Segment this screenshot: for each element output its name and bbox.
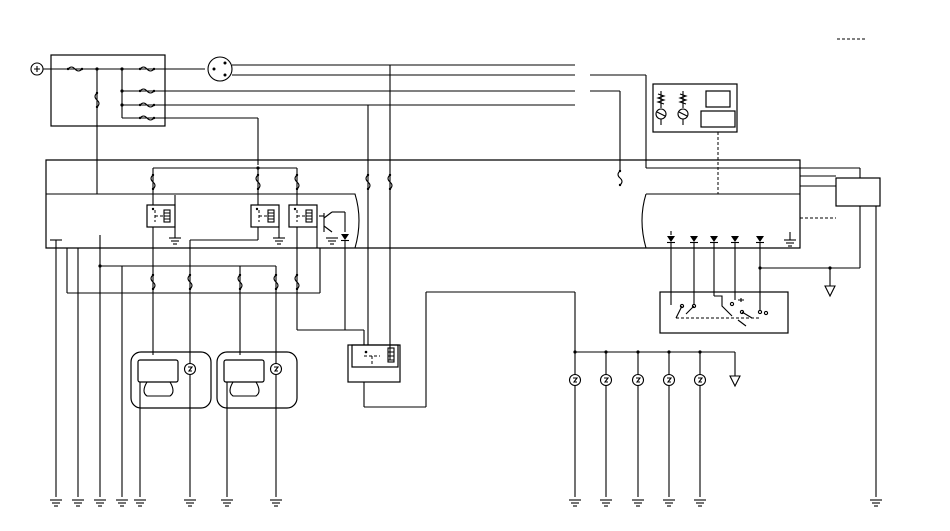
top-feed-wires	[235, 65, 861, 360]
panel-fuses	[150, 166, 623, 205]
panel-relays	[146, 195, 318, 260]
ignition-switch	[207, 56, 575, 82]
panel-output-wires	[50, 235, 365, 497]
headlamp-left	[130, 351, 212, 497]
bottom-grounds	[49, 382, 883, 507]
center-relay	[347, 291, 576, 497]
under-dash-panel	[45, 159, 836, 249]
battery-terminal	[30, 62, 44, 76]
control-unit	[319, 211, 350, 330]
diode-array	[666, 206, 861, 310]
headlamp-right	[216, 351, 298, 409]
control-module	[835, 177, 881, 497]
rear-lamp-bus	[568, 350, 741, 497]
indicator-box	[652, 83, 738, 194]
main-fuse-box	[43, 54, 258, 194]
combination-switch	[659, 291, 789, 334]
